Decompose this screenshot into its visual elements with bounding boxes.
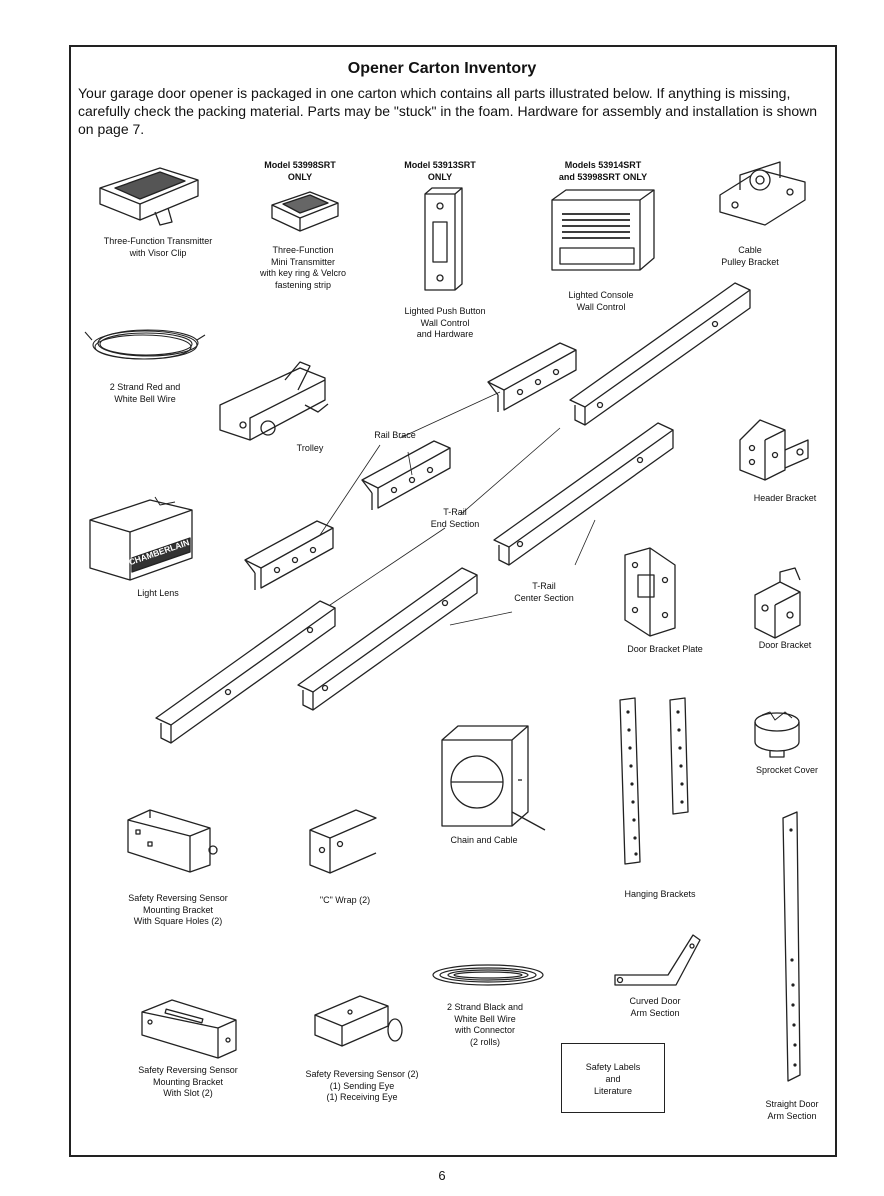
straight-arm-illustration <box>782 811 801 1082</box>
t-rail-end <box>493 422 674 566</box>
label-sensor: Safety Reversing Sensor (2)(1) Sending E… <box>305 1069 419 1102</box>
sensor-bracket-square-illustration <box>127 809 218 873</box>
label-hanging-brackets: Hanging Brackets <box>624 889 696 899</box>
push-button-illustration <box>424 187 463 291</box>
chain-cable-illustration <box>441 725 546 831</box>
header-bracket-illustration <box>739 419 809 481</box>
door-bracket-illustration <box>754 567 801 639</box>
rail-brace-middle <box>361 440 451 510</box>
label-light-lens: Light Lens <box>137 588 179 598</box>
t-rail-center-lower <box>297 567 478 711</box>
sensor-illustration <box>314 995 403 1047</box>
label-header-bracket: Header Bracket <box>753 493 817 503</box>
c-wrap-illustration <box>309 809 377 874</box>
transmitter-illustration <box>99 167 199 226</box>
label-c-wrap: "C" Wrap (2) <box>319 895 371 905</box>
sprocket-cover-illustration <box>754 711 800 758</box>
door-bracket-plate-illustration <box>624 547 676 637</box>
console-illustration <box>551 189 655 271</box>
curved-arm-illustration <box>614 934 701 986</box>
intro-paragraph: Your garage door opener is packaged in o… <box>78 85 818 137</box>
hanging-brackets-illustration <box>619 697 689 865</box>
trolley-illustration <box>219 361 329 441</box>
sensor-bracket-slot-illustration <box>141 999 237 1059</box>
label-sprocket-cover: Sprocket Cover <box>755 765 819 775</box>
label-chain-cable: Chain and Cable <box>450 835 518 845</box>
label-rail-brace: Rail Brace <box>374 430 416 440</box>
page-frame <box>69 45 837 1157</box>
safety-labels-box: Safety Labels and Literature <box>561 1043 665 1113</box>
mini-transmitter-illustration <box>271 191 339 232</box>
label-trolley: Trolley <box>296 443 324 453</box>
rail-brace-top <box>487 342 577 412</box>
label-door-bracket: Door Bracket <box>758 640 812 650</box>
pointer-lines <box>319 391 596 626</box>
page-number: 6 <box>438 1168 446 1183</box>
rail-brace-low <box>244 520 334 590</box>
cable-pulley-illustration <box>719 161 806 226</box>
t-rail-top <box>569 282 751 426</box>
t-rail-center-long <box>155 600 336 744</box>
light-lens-illustration: CHAMBERLAIN <box>89 496 193 581</box>
bell-wire-red-illustration <box>84 329 206 360</box>
bell-wire-black-illustration <box>432 964 544 986</box>
label-door-bracket-plate: Door Bracket Plate <box>627 644 703 654</box>
page-title: Opener Carton Inventory <box>347 60 537 77</box>
